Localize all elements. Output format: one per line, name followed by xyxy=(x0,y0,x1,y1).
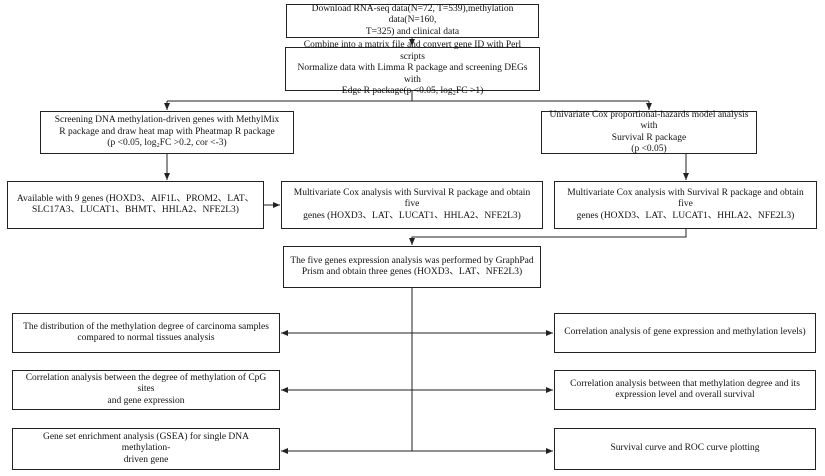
step-graphpad-expression: The five genes expression analysis was p… xyxy=(283,246,541,288)
box-line: genes (HOXD3、LAT、LUCAT1、HHLA2、NFE2L3) xyxy=(303,210,521,221)
box-line: Download RNA-seq data(N=72, T=539),methy… xyxy=(311,3,514,26)
box-line: R package and draw heat map with Pheatma… xyxy=(59,126,275,137)
box-line: The distribution of the methylation degr… xyxy=(23,321,269,332)
box-line: Available with 9 genes (HOXD3、AIF1L、PROM… xyxy=(16,193,255,204)
box-line: The five genes expression analysis was p… xyxy=(290,255,534,266)
step-univariate-cox: Univariate Cox proportional-hazards mode… xyxy=(541,109,757,154)
box-line: genes (HOXD3、LAT、LUCAT1、HHLA2、NFE2L3) xyxy=(576,210,795,221)
step-download-data: Download RNA-seq data(N=72, T=539),methy… xyxy=(286,4,539,38)
step-methylmix-screening: Screening DNA methylation-driven genes w… xyxy=(40,111,294,154)
box-line: (p <0.05, log₂FC >0.2, cor <-3) xyxy=(107,138,227,149)
box-line: Multivariate Cox analysis with Survival … xyxy=(567,187,804,210)
box-line: Prism and obtain three genes (HOXD3、LAT、… xyxy=(301,267,523,277)
box-line: driven gene xyxy=(123,454,169,465)
step-combine-normalize: Combine into a matrix file and convert g… xyxy=(285,40,540,96)
box-line: Correlation analysis between the degree … xyxy=(25,372,267,395)
box-line: Multivariate Cox analysis with Survival … xyxy=(293,187,531,210)
box-line: Combine into a matrix file and convert g… xyxy=(303,40,522,62)
box-line: Correlation analysis of gene expression … xyxy=(564,327,806,338)
box-line: Correlation analysis between that methyl… xyxy=(570,378,800,389)
analysis-gsea: Gene set enrichment analysis (GSEA) for … xyxy=(12,428,280,470)
arrow-b7-b8 xyxy=(409,229,687,245)
box-line: Univariate Cox proportional-hazards mode… xyxy=(549,109,749,132)
box-line: Screening DNA methylation-driven genes w… xyxy=(54,115,280,126)
analysis-survival-roc: Survival curve and ROC curve plotting xyxy=(554,428,816,470)
box-line: Survival R package xyxy=(611,132,687,143)
box-line: and gene expression xyxy=(107,395,185,406)
box-line: Gene set enrichment analysis (GSEA) for … xyxy=(42,431,250,454)
box-line: T=325) and clinical data xyxy=(365,26,460,37)
step-multivariate-cox-right: Multivariate Cox analysis with Survival … xyxy=(554,181,817,229)
analysis-cpg-correlation: Correlation analysis between the degree … xyxy=(12,370,280,410)
box-line: (p <0.05) xyxy=(631,144,667,154)
analysis-expression-methylation-correlation: Correlation analysis of gene expression … xyxy=(554,313,816,353)
box-line: compared to normal tissues analysis xyxy=(77,333,215,343)
box-line: expression level and overall survival xyxy=(615,390,755,400)
box-line: Normalize data with Limma R package and … xyxy=(297,63,528,85)
step-multivariate-cox-left: Multivariate Cox analysis with Survival … xyxy=(281,181,543,229)
box-line: SLC17A3、LUCAT1、BHMT、HHLA2、NFE2L3) xyxy=(32,205,239,215)
step-nine-genes: Available with 9 genes (HOXD3、AIF1L、PROM… xyxy=(7,181,264,229)
analysis-methylation-survival: Correlation analysis between that methyl… xyxy=(554,370,816,410)
box-line: Edge R package(p <0.05, log₂FC >1) xyxy=(341,86,484,97)
box-line: Survival curve and ROC curve plotting xyxy=(610,443,760,454)
analysis-methylation-distribution: The distribution of the methylation degr… xyxy=(12,313,280,353)
